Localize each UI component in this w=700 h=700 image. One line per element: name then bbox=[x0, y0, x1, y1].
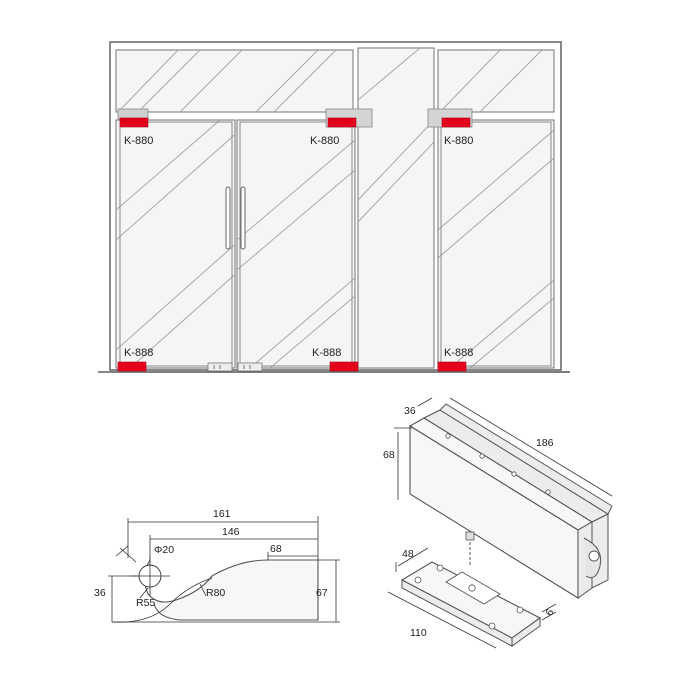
door-elevation: K-880 K-880 K-880 K-888 K-888 K-888 bbox=[98, 41, 570, 373]
handle-right bbox=[240, 186, 246, 250]
profile-drawing: 161 146 68 Φ20 36 67 R55 R80 bbox=[94, 508, 340, 623]
label-top-right: K-880 bbox=[444, 135, 473, 147]
fitting-red-top-left bbox=[119, 117, 149, 128]
handle-left bbox=[225, 186, 231, 250]
label-top-left: K-880 bbox=[124, 135, 153, 147]
label-top-middle: K-880 bbox=[310, 135, 339, 147]
dim-plate-width: 48 bbox=[402, 548, 414, 560]
dim-line-plate-110 bbox=[387, 591, 497, 649]
patch-fitting-grey-left bbox=[117, 108, 149, 120]
dim-line-box-186 bbox=[449, 397, 613, 497]
dim-diameter: Φ20 bbox=[154, 544, 174, 556]
dim-r80: R80 bbox=[206, 587, 225, 599]
dim-161: 161 bbox=[213, 508, 231, 520]
dim-146: 146 bbox=[222, 526, 240, 538]
dim-r55: R55 bbox=[136, 597, 155, 609]
dim-box-height: 68 bbox=[383, 449, 395, 461]
dim-68: 68 bbox=[270, 543, 282, 555]
iso-box-drawing: 68 36 186 bbox=[383, 397, 613, 599]
transom-glass-right bbox=[437, 49, 555, 113]
dim-67: 67 bbox=[316, 587, 328, 599]
dim-box-depth: 36 bbox=[404, 405, 416, 417]
door-glass-left bbox=[115, 119, 236, 369]
transom-reflections bbox=[119, 50, 337, 112]
fitting-red-bottom-right bbox=[437, 361, 467, 372]
dim-36: 36 bbox=[94, 587, 106, 599]
dim-plate-length: 110 bbox=[410, 627, 427, 639]
door-glass-right-single bbox=[437, 119, 555, 369]
label-bottom-left: K-888 bbox=[124, 347, 153, 359]
label-bottom-right: K-888 bbox=[444, 347, 473, 359]
door-glass-right bbox=[236, 119, 356, 369]
dim-line-plate-48 bbox=[397, 547, 429, 567]
label-bottom-middle: K-888 bbox=[312, 347, 341, 359]
base-plate-drawing: 48 110 6 bbox=[387, 547, 557, 649]
fitting-red-bottom-left bbox=[117, 361, 147, 372]
fitting-red-bottom-middle bbox=[329, 361, 359, 372]
profile-body bbox=[143, 559, 319, 621]
fitting-red-top-middle bbox=[327, 117, 357, 128]
dim-box-length: 186 bbox=[536, 437, 554, 449]
fitting-red-top-right bbox=[441, 117, 471, 128]
dim-plate-thickness: 6 bbox=[543, 607, 556, 618]
fixed-panel-middle bbox=[357, 47, 435, 369]
transom-glass-left bbox=[115, 49, 354, 113]
